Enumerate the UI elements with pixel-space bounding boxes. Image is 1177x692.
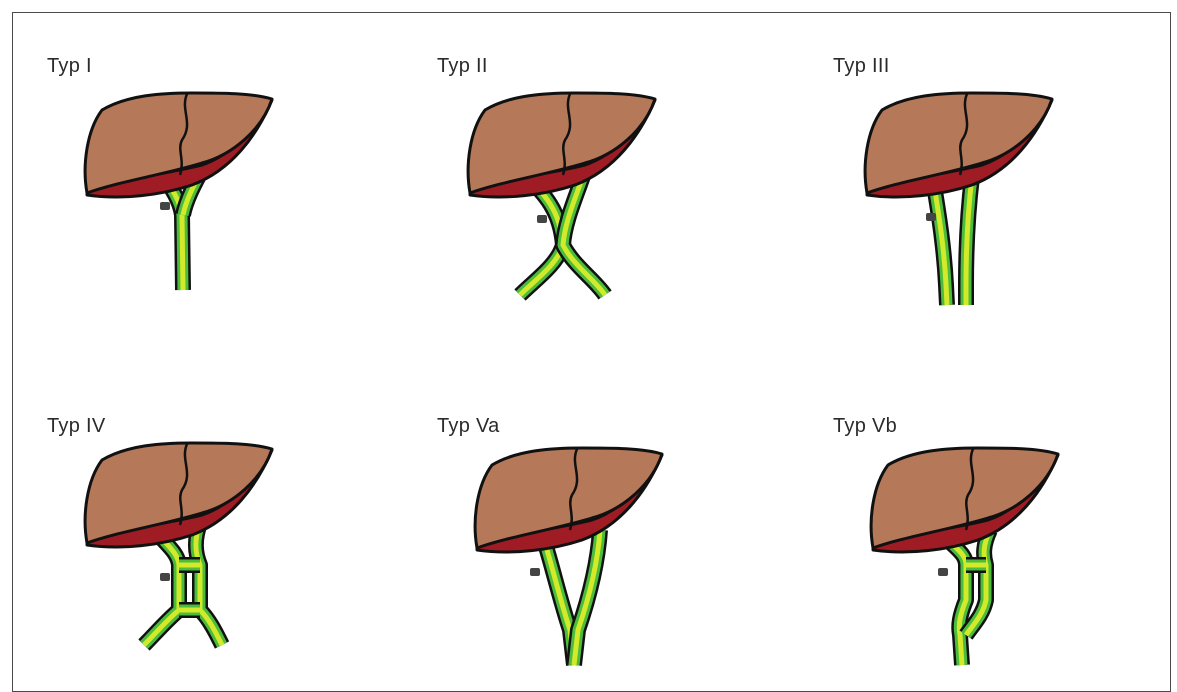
liver <box>871 448 1058 552</box>
bile-ducts <box>926 177 972 305</box>
panel-label-type-2: Typ II <box>437 55 488 78</box>
biliary-diagram-type-2 <box>465 85 665 325</box>
vessel-stub <box>938 568 948 576</box>
liver <box>865 93 1052 197</box>
panel-label-type-5b: Typ Vb <box>833 415 897 438</box>
vessel-stub <box>926 213 936 221</box>
liver <box>468 93 655 197</box>
liver <box>475 448 662 552</box>
diagram-type-3 <box>865 93 1052 305</box>
biliary-diagram-type-5b <box>868 440 1068 680</box>
biliary-diagram-type-4 <box>82 435 282 675</box>
liver <box>85 443 272 547</box>
vessel-stub <box>160 202 170 210</box>
liver <box>85 93 272 197</box>
diagram-type-5a <box>475 448 662 665</box>
vessel-stub <box>530 568 540 576</box>
biliary-diagram-type-3 <box>862 85 1062 325</box>
diagram-type-1 <box>85 93 272 290</box>
bile-ducts <box>938 530 990 665</box>
biliary-diagram-type-1 <box>82 85 282 325</box>
diagram-type-4 <box>85 443 272 645</box>
panel-label-type-1: Typ I <box>47 55 92 78</box>
diagram-type-2 <box>468 93 655 295</box>
biliary-diagram-type-5a <box>472 440 672 680</box>
vessel-stub <box>160 573 170 581</box>
panel-label-type-3: Typ III <box>833 55 890 78</box>
panel-label-type-5a: Typ Va <box>437 415 500 438</box>
vessel-stub <box>537 215 547 223</box>
diagram-type-5b <box>871 448 1058 665</box>
